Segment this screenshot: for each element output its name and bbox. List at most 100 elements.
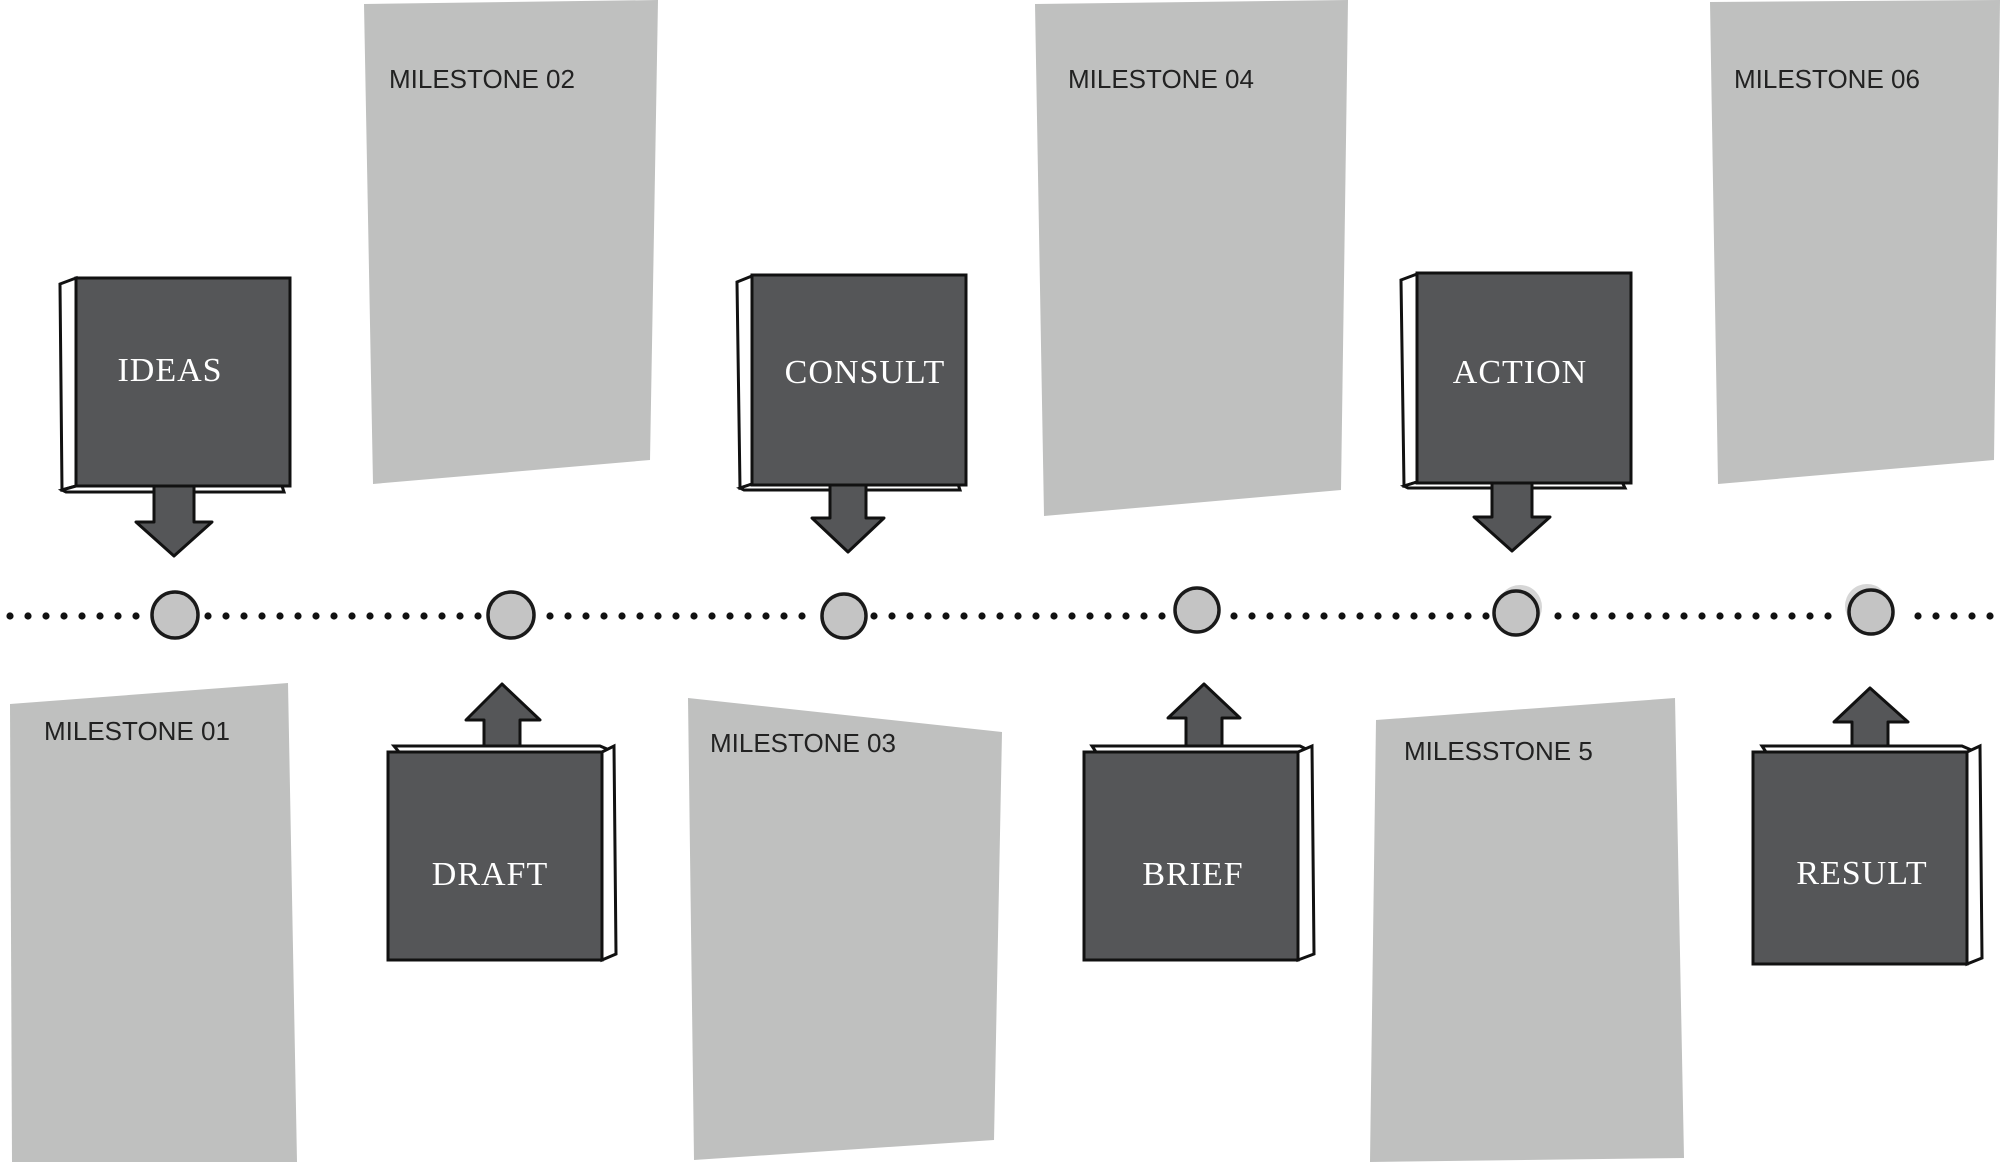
timeline-dot xyxy=(744,612,752,620)
timeline-node-2 xyxy=(486,590,536,640)
timeline-dot xyxy=(1266,612,1274,620)
timeline-dot xyxy=(1554,612,1562,620)
timeline-dot xyxy=(1122,612,1130,620)
timeline-dot xyxy=(330,612,338,620)
arrow-down-icon xyxy=(810,483,886,554)
milestone-label-02: MILESTONE 02 xyxy=(389,64,575,94)
step-label-draft: DRAFT xyxy=(432,856,548,893)
timeline-dot xyxy=(1302,612,1310,620)
step-box-action: ACTION xyxy=(1399,271,1633,553)
timeline-dot xyxy=(1446,612,1454,620)
timeline-dot xyxy=(1644,612,1652,620)
timeline-dot xyxy=(1698,612,1706,620)
timeline-dot xyxy=(1050,612,1058,620)
timeline-dot xyxy=(798,612,806,620)
timeline-dot xyxy=(1932,612,1940,620)
arrow-down-icon xyxy=(134,484,214,558)
step-box-result: RESULT xyxy=(1751,686,1984,967)
timeline-dot xyxy=(636,612,644,620)
timeline-dot xyxy=(1680,612,1688,620)
timeline-dot xyxy=(1464,612,1472,620)
circle-node-icon xyxy=(820,592,868,640)
timeline-dot xyxy=(6,612,14,620)
timeline-dot xyxy=(78,612,86,620)
milestone-card-03: MILESTONE 03 xyxy=(688,698,1002,1160)
timeline-dot xyxy=(1752,612,1760,620)
timeline-dot xyxy=(906,612,914,620)
timeline-dot xyxy=(1716,612,1724,620)
timeline-dot xyxy=(996,612,1004,620)
timeline-dot xyxy=(276,612,284,620)
dotted-timeline xyxy=(6,612,1994,620)
timeline-dot xyxy=(1356,612,1364,620)
timeline-dot xyxy=(1392,612,1400,620)
timeline-dot xyxy=(1428,612,1436,620)
timeline-dot xyxy=(924,612,932,620)
timeline-node-3 xyxy=(820,592,868,640)
timeline-dot xyxy=(600,612,608,620)
timeline-dot xyxy=(204,612,212,620)
step-label-brief: BRIEF xyxy=(1142,856,1243,893)
timeline-dot xyxy=(564,612,572,620)
timeline-dot xyxy=(690,612,698,620)
timeline-dot xyxy=(24,612,32,620)
arrow-down-icon xyxy=(1472,481,1552,553)
timeline-dot xyxy=(1662,612,1670,620)
timeline-dot xyxy=(366,612,374,620)
timeline-dot xyxy=(1986,612,1994,620)
step-label-ideas: IDEAS xyxy=(117,352,222,389)
timeline-dot xyxy=(42,612,50,620)
timeline-dot xyxy=(1788,612,1796,620)
timeline-dot xyxy=(402,612,410,620)
timeline-dot xyxy=(1014,612,1022,620)
step-box-draft: DRAFT xyxy=(386,682,618,963)
timeline-dot xyxy=(60,612,68,620)
timeline-dot xyxy=(1734,612,1742,620)
timeline-dot xyxy=(420,612,428,620)
timeline-dot xyxy=(1950,612,1958,620)
milestone-card-02: MILESTONE 02 xyxy=(364,0,658,484)
step-box-ideas: IDEAS xyxy=(57,275,292,558)
timeline-dot xyxy=(1410,612,1418,620)
timeline-node-4 xyxy=(1173,586,1221,634)
milestone-card-01: MILESTONE 01 xyxy=(10,683,297,1162)
timeline-dot xyxy=(1248,612,1256,620)
timeline-dot xyxy=(1338,612,1346,620)
step-label-action: ACTION xyxy=(1453,354,1587,391)
timeline-dot xyxy=(762,612,770,620)
timeline-dot xyxy=(1104,612,1112,620)
milestone-card-04: MILESTONE 04 xyxy=(1035,0,1348,516)
timeline-dot xyxy=(1374,612,1382,620)
timeline-dot xyxy=(888,612,896,620)
timeline-node-6 xyxy=(1845,584,1895,636)
timeline-dot xyxy=(294,612,302,620)
timeline-dot xyxy=(1770,612,1778,620)
timeline-dot xyxy=(1590,612,1598,620)
timeline-dot xyxy=(960,612,968,620)
timeline-dot xyxy=(546,612,554,620)
timeline-dot xyxy=(942,612,950,620)
circle-node-icon xyxy=(1173,586,1221,634)
step-label-consult: CONSULT xyxy=(785,354,946,391)
timeline-dot xyxy=(1806,612,1814,620)
timeline-dot xyxy=(438,612,446,620)
milestone-label-05: MILESSTONE 5 xyxy=(1404,736,1593,766)
timeline-dot xyxy=(1572,612,1580,620)
milestone-card-05: MILESSTONE 5 xyxy=(1370,698,1684,1162)
timeline-dot xyxy=(384,612,392,620)
timeline-dot xyxy=(348,612,356,620)
circle-node-icon xyxy=(1492,589,1540,637)
timeline-dot xyxy=(96,612,104,620)
timeline-dot xyxy=(132,612,140,620)
timeline-dot xyxy=(708,612,716,620)
timeline-node-5 xyxy=(1492,585,1542,637)
timeline-dot xyxy=(1626,612,1634,620)
timeline-dot xyxy=(1032,612,1040,620)
timeline-dot xyxy=(870,612,878,620)
milestone-label-06: MILESTONE 06 xyxy=(1734,64,1920,94)
timeline-dot xyxy=(672,612,680,620)
timeline-dot xyxy=(1068,612,1076,620)
timeline-dot xyxy=(1230,612,1238,620)
